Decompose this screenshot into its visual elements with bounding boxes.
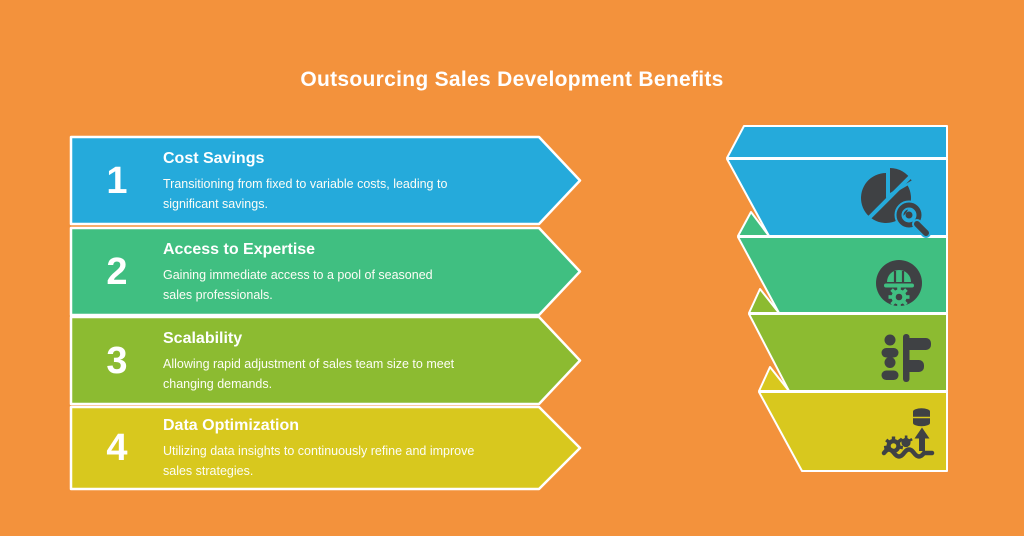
hardhat-brim: [884, 283, 914, 288]
person-1-body: [881, 348, 899, 358]
signpost-flag-bottom: [903, 360, 924, 372]
wave-baseline: [881, 447, 935, 459]
hardhat-dome: [887, 270, 911, 282]
banner-item-access-to-expertise: 2 Access to Expertise Gaining immediate …: [71, 228, 541, 315]
banner-item-cost-savings: 1 Cost Savings Transitioning from fixed …: [71, 137, 541, 224]
magnifier-ring: [896, 202, 922, 228]
banner-number: 4: [106, 427, 128, 469]
engineer-hardhat-gear-icon: [876, 260, 922, 308]
gear-teeth: [888, 286, 910, 308]
pie-wedge: [890, 168, 912, 193]
banner-description: Utilizing data insights to continuously …: [163, 444, 475, 478]
team-signpost-icon: [881, 334, 931, 382]
banner-description: Transitioning from fixed to variable cos…: [163, 176, 448, 211]
banner-arrow-4: [69, 405, 582, 491]
banner-number: 1: [106, 159, 128, 202]
banner-item-scalability: 3 Scalability Allowing rapid adjustment …: [71, 317, 541, 404]
pie-chart-magnifier-icon: [860, 168, 931, 238]
banner-title: Scalability: [163, 329, 243, 347]
gear-hole: [895, 293, 903, 301]
magnifier-handle: [914, 221, 929, 236]
gear-large-hole: [890, 443, 897, 449]
banner-title: Access to Expertise: [163, 240, 316, 258]
data-gears-growth-icon: [881, 408, 935, 459]
banner-title: Cost Savings: [163, 149, 265, 167]
person-2-head: [884, 357, 896, 368]
banner-description: Gaining immediate access to a pool of se…: [163, 267, 433, 302]
icon-circle: [876, 260, 922, 306]
up-arrow: [914, 427, 930, 451]
magnifier-center-dot: [905, 211, 913, 219]
page-title: Outsourcing Sales Development Benefits: [300, 68, 724, 91]
gear-under-hat: [888, 286, 910, 308]
banner-number: 3: [106, 339, 128, 382]
banner-item-data-optimization: 4 Data Optimization Utilizing data insig…: [71, 407, 541, 489]
banner-description: Allowing rapid adjustment of sales team …: [163, 356, 455, 391]
database-cylinder: [913, 408, 930, 427]
person-1-head: [884, 334, 896, 346]
gear-small: [899, 435, 913, 448]
banner-title: Data Optimization: [163, 417, 300, 434]
ribbon-band-4: [758, 391, 948, 472]
pie-slash: [864, 172, 915, 223]
ribbon-top-fold: [726, 125, 948, 159]
person-2-body: [881, 370, 899, 380]
banner-arrow-2: [69, 226, 582, 317]
signpost-flag-top: [903, 338, 931, 350]
banner-arrow-1: [69, 135, 582, 226]
banner-number: 2: [106, 250, 128, 293]
banner-arrow-3: [69, 315, 582, 406]
